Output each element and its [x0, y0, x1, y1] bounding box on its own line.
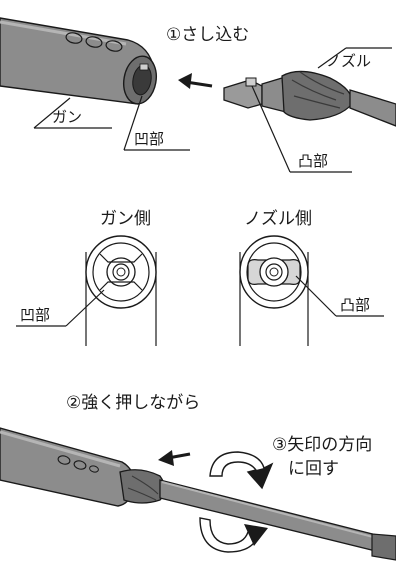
recess-mid-leader: [16, 289, 105, 327]
nozzle-top: [223, 70, 396, 127]
protrusion-top-leader: [251, 85, 352, 173]
gun-end-view: [85, 235, 157, 346]
nozzle-end-view: [239, 235, 309, 346]
nozzle-label: ノズル: [326, 52, 371, 70]
protrusion-label-mid: 凸部: [340, 296, 370, 314]
insert-arrow: [178, 73, 213, 89]
protrusion-label-top: 凸部: [298, 152, 328, 170]
nozzle-shaft-bottom: [159, 479, 396, 561]
step3-line1: ③矢印の方向: [272, 435, 372, 455]
rotate-arrow-lower-icon: [199, 517, 268, 553]
step2-text: ②強く押しながら: [66, 393, 200, 413]
gun-body-bottom: [0, 427, 166, 507]
step3-line2: に回す: [288, 459, 339, 479]
gun-side-title: ガン側: [100, 209, 151, 229]
step1-text: ①さし込む: [166, 25, 249, 45]
recess-label-mid: 凹部: [20, 306, 50, 324]
nozzle-side-title: ノズル側: [244, 209, 312, 229]
push-arrow: [158, 450, 191, 466]
gun-body-top: [0, 17, 157, 105]
recess-top-leader: [123, 95, 190, 151]
gun-label: ガン: [52, 108, 82, 126]
recess-label-top: 凹部: [134, 130, 164, 148]
nozzle-label-leader: [317, 47, 392, 69]
gun-label-leader: [33, 97, 112, 129]
protrusion-mid-leader: [295, 275, 384, 317]
rotate-arrow-icon: [209, 451, 274, 490]
